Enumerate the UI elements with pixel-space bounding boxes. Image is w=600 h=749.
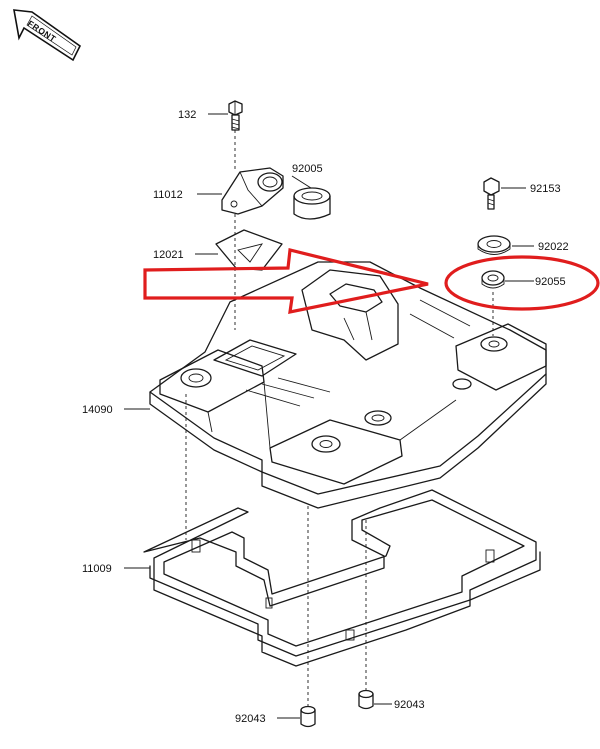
sleeve-92005 (293, 187, 331, 220)
housing-11012 (221, 167, 284, 215)
front-arrow-icon: FRONT (13, 9, 82, 62)
label-132: 132 (178, 109, 196, 121)
grommet-92055 (481, 270, 505, 289)
gasket-12021 (215, 229, 283, 271)
label-92022: 92022 (538, 241, 569, 253)
label-92055: 92055 (535, 276, 566, 288)
label-92043-left: 92043 (235, 713, 266, 725)
washer-92022 (477, 235, 511, 255)
highlight-arrow (143, 248, 429, 315)
label-11009: 11009 (82, 563, 112, 575)
leader-lines (124, 113, 534, 719)
label-11012: 11012 (153, 189, 183, 201)
collar-92043-right (358, 689, 374, 710)
bolt-92153 (483, 177, 500, 210)
bolt-132 (228, 100, 243, 131)
label-12021: 12021 (153, 249, 184, 261)
collar-92043-left (300, 705, 316, 728)
valve-cover-14090 (149, 261, 547, 509)
label-92153: 92153 (530, 183, 561, 195)
highlight-circle (444, 255, 600, 311)
gasket-11009 (143, 489, 541, 667)
label-14090: 14090 (82, 404, 113, 416)
label-92005: 92005 (292, 163, 323, 175)
label-92043-right: 92043 (394, 699, 425, 711)
